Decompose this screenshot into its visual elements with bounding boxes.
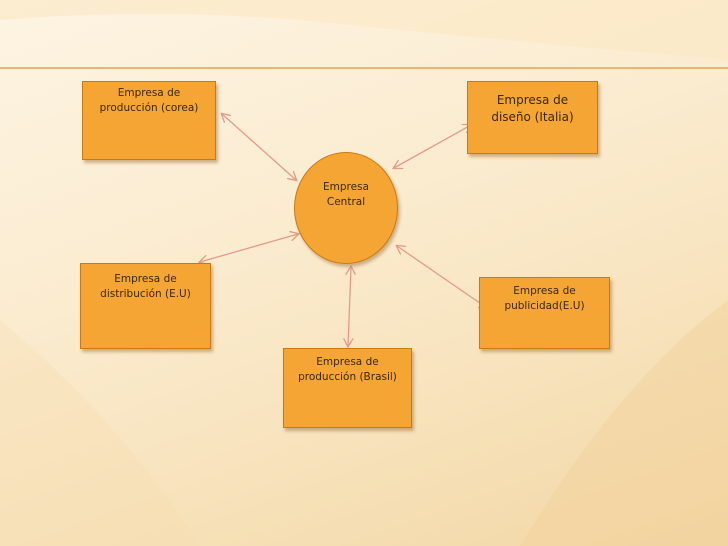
node-produccion-brasil: Empresa de producción (Brasil) [283,348,412,428]
node-central: Empresa Central [294,152,398,264]
arrow-central-publicidad [397,246,487,308]
node-central-line2: Central [326,196,366,208]
node-produccion-corea-line1: Empresa de [117,87,181,99]
node-distribucion-eu: Empresa de distribución (E.U) [80,263,211,349]
node-diseno-italia-line1: Empresa de [496,93,569,107]
node-diseno-italia: Empresa de diseño (Italia) [467,81,598,154]
header-divider [0,67,728,69]
node-produccion-corea-line2: producción (corea) [99,102,199,114]
node-produccion-corea: Empresa de producción (corea) [82,81,216,160]
arrow-central-brasil [348,267,351,346]
node-distribucion-eu-line1: Empresa de [114,273,177,285]
node-publicidad-eu-line2: publicidad(E.U) [504,300,585,312]
node-publicidad-eu-line1: Empresa de [513,285,576,297]
node-publicidad-eu: Empresa de publicidad(E.U) [479,277,610,349]
node-distribucion-eu-line2: distribución (E.U) [100,288,191,300]
arrow-central-eu [200,234,298,262]
node-produccion-brasil-line2: producción (Brasil) [298,371,397,383]
node-central-line1: Empresa [323,181,369,193]
arrow-central-italia [394,125,471,168]
node-produccion-brasil-line1: Empresa de [316,356,379,368]
arrow-central-corea [222,114,296,180]
node-diseno-italia-line2: diseño (Italia) [491,110,574,124]
